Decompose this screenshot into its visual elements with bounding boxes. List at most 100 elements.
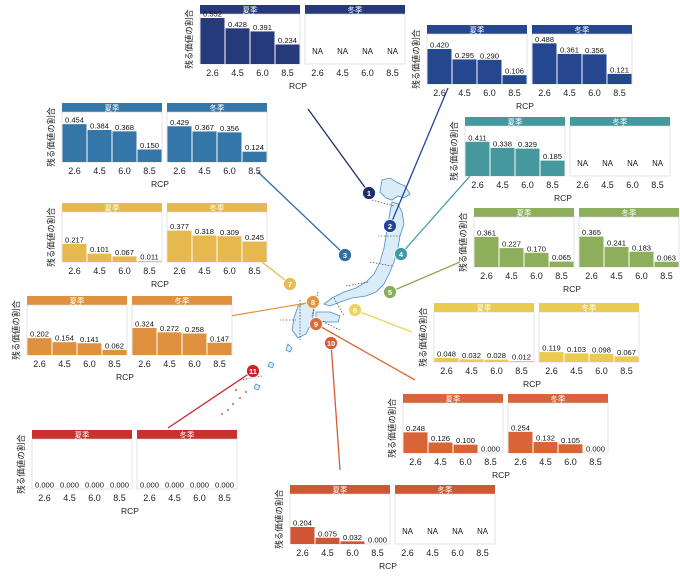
x-tick-label: 6.0	[530, 271, 543, 281]
bar-value-label: 0.000	[586, 445, 605, 454]
bar-value-label: 0.361	[560, 45, 579, 54]
facet-strip	[137, 430, 237, 439]
bar	[77, 343, 102, 355]
bar-value-label: 0.245	[245, 233, 264, 242]
region-marker-9: 9	[309, 317, 323, 331]
bar-value-label: 0.032	[343, 533, 362, 542]
facet-plot-area	[31, 438, 133, 490]
bar-value-label: 0.329	[518, 140, 537, 149]
bar	[250, 31, 275, 65]
x-axis-label: RCP	[151, 179, 169, 189]
x-tick-label: 6.0	[118, 266, 131, 276]
bar	[217, 132, 242, 162]
x-tick-label: 6.0	[564, 457, 577, 467]
region-marker-3: 3	[338, 248, 352, 262]
y-axis-label: 残る価値の割合	[458, 212, 468, 272]
bar-value-label: 0.488	[535, 35, 554, 44]
chart-panel-3: 残る価値の割合夏季0.4542.60.3844.50.3686.00.1508.…	[46, 102, 268, 189]
bar	[540, 160, 565, 176]
x-tick-label: 4.5	[426, 548, 439, 558]
bar-value-label: 0.552	[203, 10, 222, 19]
region-marker-circle	[394, 247, 408, 261]
bar-value-label: 0.000	[215, 481, 234, 490]
x-tick-label: 2.6	[33, 359, 46, 369]
bar-value-label: 0.106	[505, 67, 524, 76]
facet-plot-area	[136, 438, 238, 490]
region-marker-circle	[348, 303, 362, 317]
facet-strip-label: 夏季	[333, 484, 348, 494]
x-tick-label: 2.6	[143, 493, 156, 503]
map-boundary	[345, 281, 369, 287]
bar-value-label: 0.290	[480, 51, 499, 60]
x-tick-label: 6.0	[361, 68, 374, 78]
bar-value-label: 0.000	[85, 481, 104, 490]
bar	[137, 261, 162, 262]
bar-value-label: 0.272	[160, 324, 179, 333]
facet-plot-area	[394, 493, 496, 545]
bar-value-label: 0.217	[65, 235, 84, 244]
bar-value-label: 0.150	[140, 141, 159, 150]
facet-strip	[539, 303, 639, 312]
x-tick-label: 6.0	[88, 493, 101, 503]
region-marker-circle	[383, 219, 397, 233]
facet-strip	[62, 103, 162, 112]
bar-value-label: 0.420	[430, 41, 449, 50]
facet-strip	[200, 5, 300, 14]
x-tick-label: 2.6	[311, 68, 324, 78]
x-tick-label: 4.5	[63, 493, 76, 503]
region-marker-6: 6	[348, 303, 362, 317]
bar-value-label: 0.154	[55, 334, 74, 343]
x-tick-label: 6.0	[223, 266, 236, 276]
bar	[558, 444, 583, 453]
bar-value-label: 0.318	[195, 227, 214, 236]
region-marker-label: 3	[343, 251, 347, 260]
bar-value-label: 0.356	[585, 46, 604, 55]
region-marker-label: 7	[288, 280, 292, 289]
bar-value-label: 0.227	[502, 240, 521, 249]
x-tick-label: 4.5	[610, 271, 623, 281]
bar	[200, 18, 225, 64]
bar	[477, 59, 502, 84]
bar	[474, 236, 499, 267]
bar-value-label: 0.202	[30, 330, 49, 339]
bar	[102, 349, 127, 355]
x-tick-label: 2.6	[296, 548, 309, 558]
bar-value-label: 0.234	[278, 36, 297, 45]
region-marker-label: 10	[327, 339, 335, 348]
x-tick-label: 8.5	[371, 548, 384, 558]
facet-strip	[465, 117, 565, 126]
x-tick-label: 8.5	[248, 166, 261, 176]
facet-strip-label: 冬季	[348, 4, 363, 14]
bar-value-label: 0.063	[657, 253, 676, 262]
region-marker-circle	[383, 285, 397, 299]
bar-value-label: 0.062	[105, 341, 124, 350]
bar	[87, 130, 112, 162]
map-island-dot	[227, 409, 229, 411]
facet-strip	[305, 5, 405, 14]
bar-value-label: 0.067	[115, 248, 134, 257]
bar-value-label: 0.000	[190, 481, 209, 490]
x-axis-label: RCP	[523, 379, 541, 389]
bar	[614, 356, 639, 362]
bar	[629, 251, 654, 267]
y-axis-label: 残る価値の割合	[46, 107, 56, 167]
bar	[290, 527, 315, 544]
na-label: NA	[577, 159, 589, 168]
leader-line-10	[330, 342, 341, 471]
bar-value-label: 0.048	[437, 350, 456, 359]
bar-value-label: 0.204	[293, 519, 312, 528]
region-marker-label: 6	[353, 306, 357, 315]
region-marker-circle	[338, 248, 352, 262]
x-tick-label: 6.0	[635, 271, 648, 281]
facet-strip	[167, 203, 267, 212]
chart-panel-10: 残る価値の割合夏季0.2042.60.0754.50.0326.00.0008.…	[274, 484, 496, 571]
bar	[582, 54, 607, 84]
bar-value-label: 0.428	[228, 20, 247, 29]
